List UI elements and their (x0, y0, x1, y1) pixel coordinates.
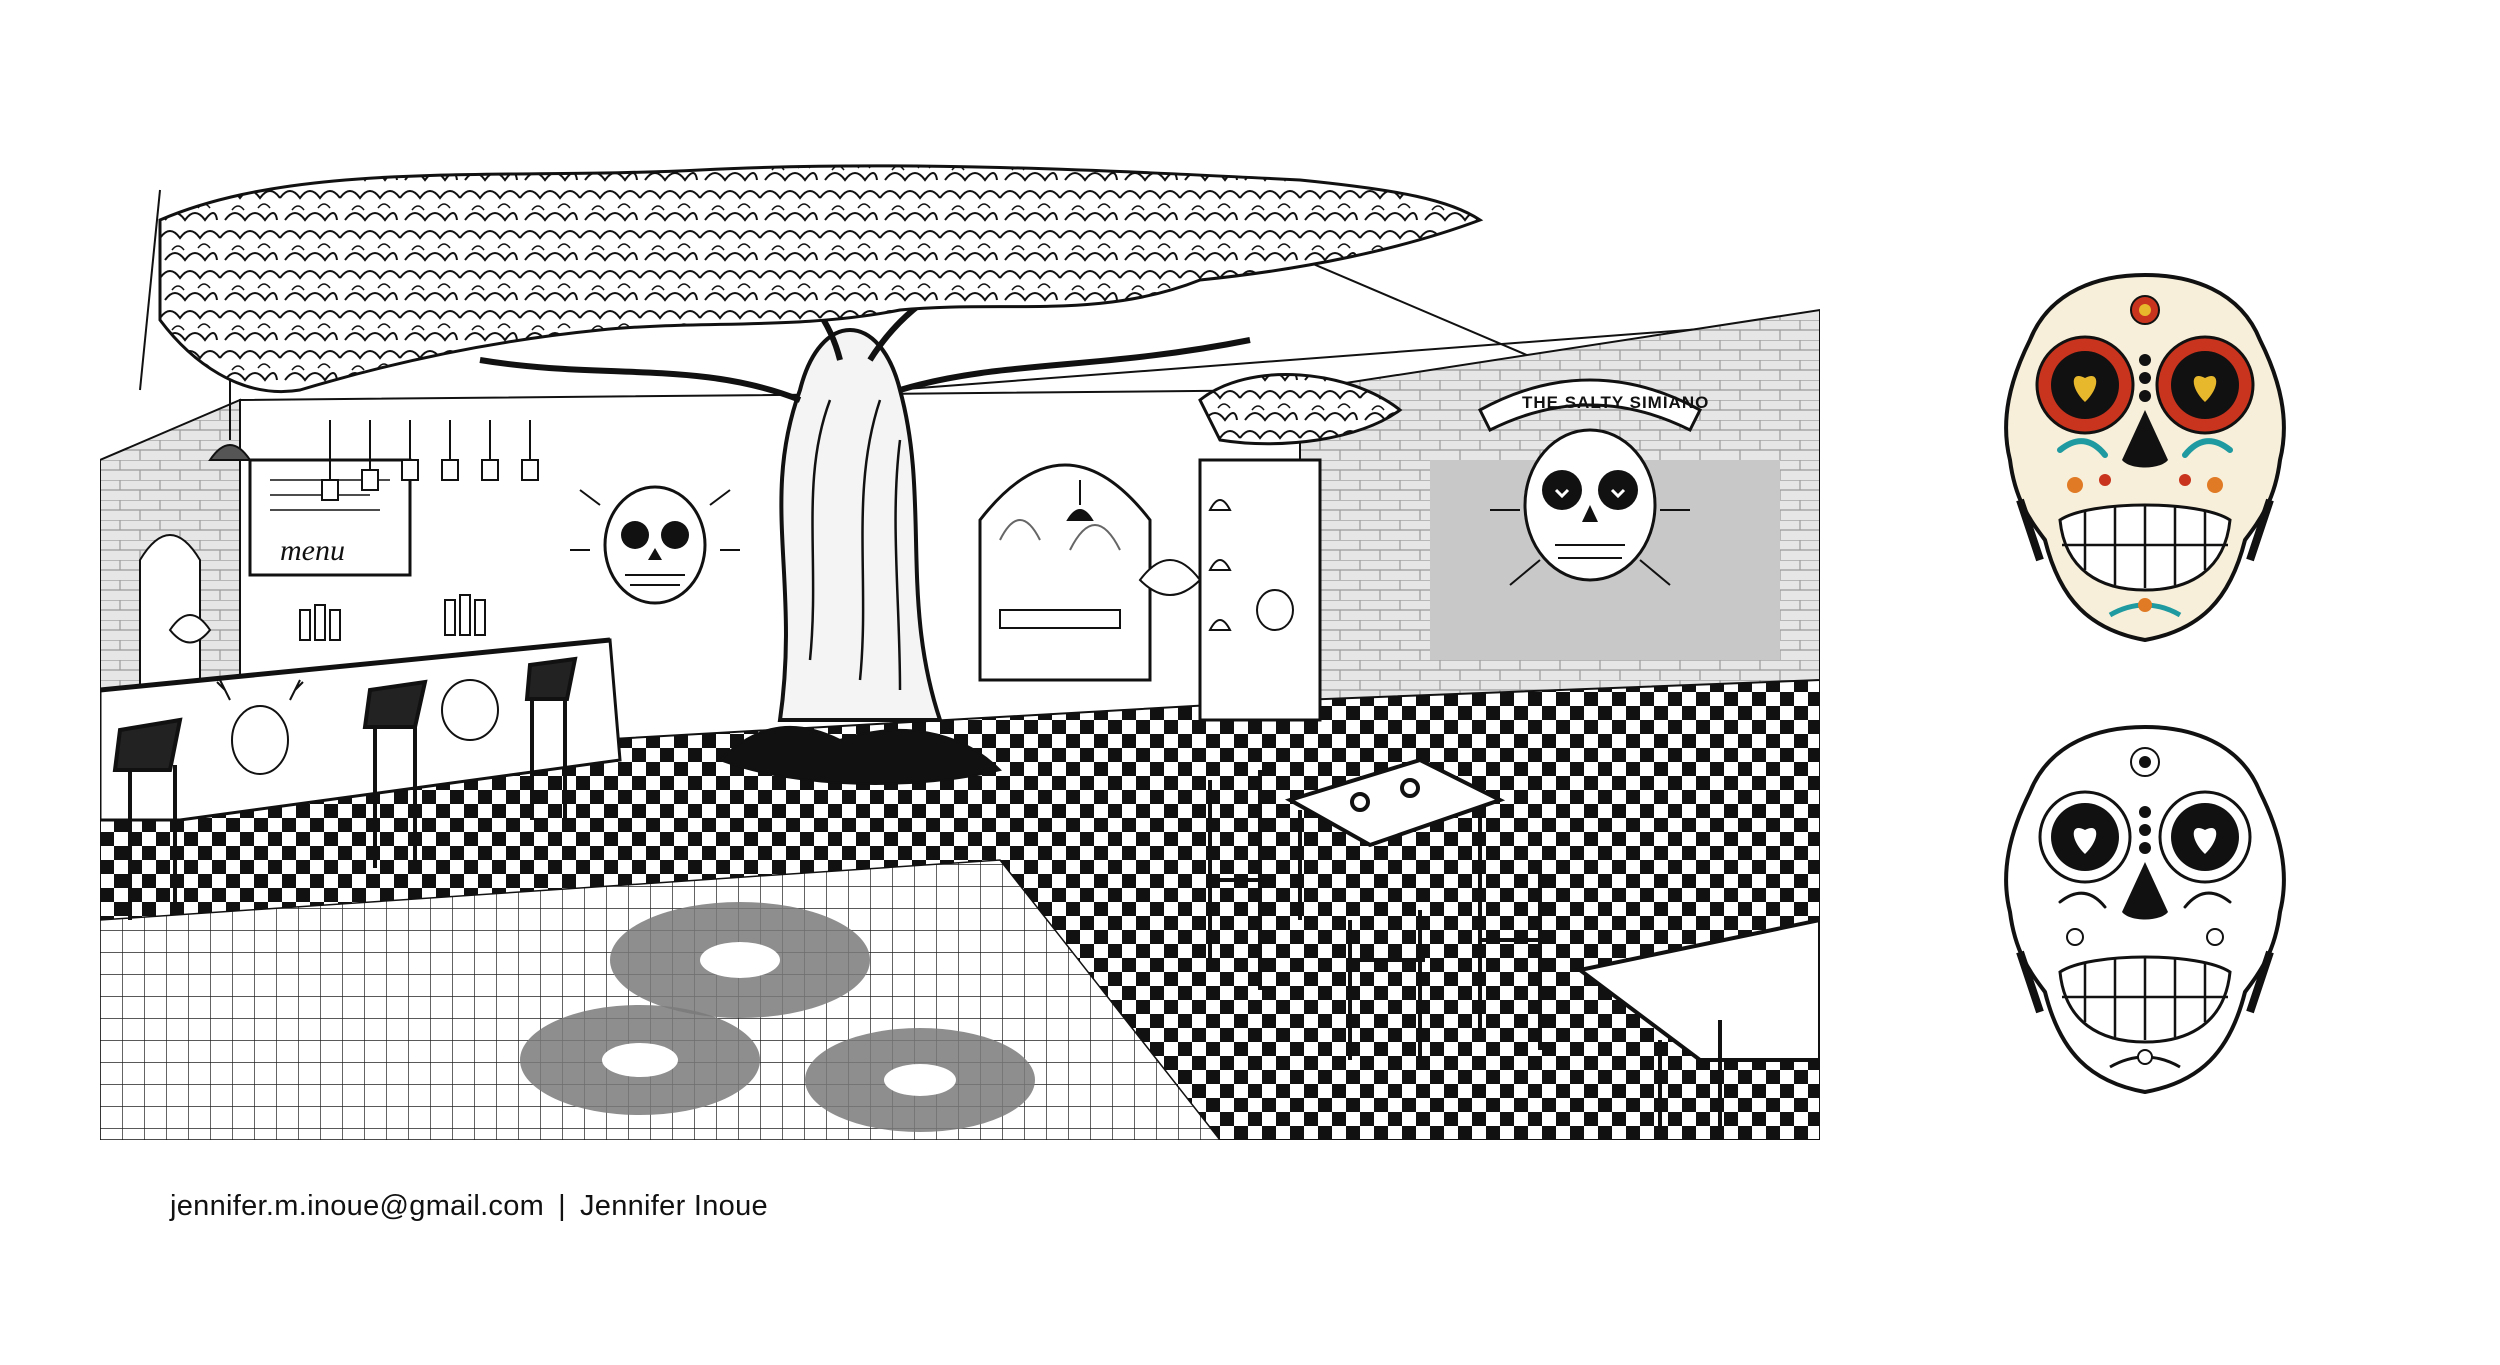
menu-board-label: menu (280, 534, 345, 567)
salty-simiano-mural: THE SALTY SIMIANO (1478, 378, 1709, 586)
bar-stools (112, 656, 578, 920)
pillar (1198, 458, 1322, 722)
credit-separator: | (558, 1190, 566, 1222)
sugar-skull-bw-icon (1990, 722, 2300, 1102)
foliage (168, 559, 1202, 644)
bar-counter (100, 594, 622, 822)
credit-email: jennifer.m.inoue@gmail.com (170, 1190, 545, 1222)
sugar-skull-color-icon (1990, 270, 2300, 650)
mural-banner-text: THE SALTY SIMIANO (1522, 393, 1709, 412)
back-wall-skull-mural (570, 485, 740, 605)
back-archway (978, 463, 1152, 682)
credit-name: Jennifer Inoue (579, 1190, 768, 1222)
dining-area (1208, 757, 1820, 1140)
central-tree (479, 227, 1251, 785)
credit-line: jennifer.m.inoue@gmail.com | Jennifer Inou… (170, 1190, 768, 1223)
restaurant-interior-illustration: menu (100, 160, 1820, 1140)
tree-canopy (158, 164, 1484, 446)
